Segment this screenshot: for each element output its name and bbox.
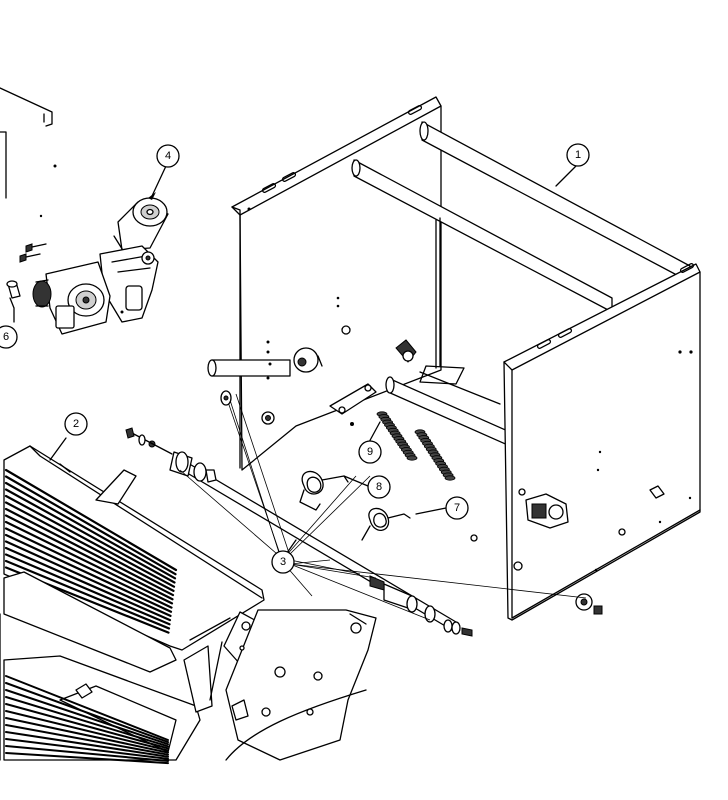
callout-4: 4 xyxy=(156,144,180,168)
callout-7-label: 7 xyxy=(454,502,460,514)
slot-group-right xyxy=(536,263,695,349)
callout-leaders xyxy=(9,163,579,561)
rib-line xyxy=(4,468,178,572)
frame-assembly xyxy=(207,96,701,621)
spring-coil xyxy=(444,475,456,481)
callout-8: 8 xyxy=(367,475,391,499)
rib-line xyxy=(5,738,169,760)
gear-motor-assembly xyxy=(19,197,169,335)
callout-1: 1 xyxy=(566,143,590,167)
callout-1-label: 1 xyxy=(575,149,581,161)
callout-3-label: 3 xyxy=(280,556,286,568)
rib-line xyxy=(5,724,169,756)
torsion-spring-7 xyxy=(361,507,411,541)
rib-line xyxy=(5,696,169,748)
rib-line xyxy=(5,717,169,754)
callout-3: 3 xyxy=(271,550,295,574)
cabinet-corner xyxy=(0,87,57,218)
rib-line xyxy=(4,494,176,588)
rib-line xyxy=(4,514,174,601)
callout-9-label: 9 xyxy=(367,446,373,458)
bushing xyxy=(6,280,21,299)
rib-line xyxy=(4,520,174,605)
callout-2: 2 xyxy=(64,412,88,436)
rib-line xyxy=(4,559,171,630)
explode-lines xyxy=(179,390,587,621)
rib-line xyxy=(5,710,169,752)
callout-6-label: 6 xyxy=(3,331,9,343)
rib-line xyxy=(5,731,169,758)
rib-line xyxy=(4,527,173,609)
rib-line xyxy=(4,553,171,626)
tread-ribs-lower xyxy=(5,675,169,765)
drive-shaft xyxy=(125,427,603,637)
step-assembly xyxy=(0,445,377,765)
rib-line xyxy=(5,682,169,744)
rib-line xyxy=(4,475,177,576)
rib-line xyxy=(4,533,173,613)
callout-6: 6 xyxy=(0,325,18,349)
rib-line xyxy=(5,689,169,746)
rib-line xyxy=(4,546,172,622)
rib-line xyxy=(4,488,176,584)
extension-springs-9 xyxy=(376,411,456,481)
rib-line xyxy=(4,501,175,592)
right-panel-hardware xyxy=(513,350,693,572)
cross-tubes xyxy=(207,121,691,447)
mounting-screws xyxy=(19,243,47,263)
rib-line xyxy=(5,745,169,762)
rib-line xyxy=(5,703,169,750)
callout-4-label: 4 xyxy=(165,150,171,162)
rib-line xyxy=(4,507,175,597)
callout-8-label: 8 xyxy=(376,481,382,493)
callout-9: 9 xyxy=(358,440,382,464)
rib-line xyxy=(4,481,177,580)
rib-line xyxy=(4,540,172,618)
spring-coil xyxy=(406,455,418,461)
rib-line xyxy=(5,752,169,765)
callout-7: 7 xyxy=(445,496,469,520)
rib-line xyxy=(5,675,169,741)
tread-ribs xyxy=(4,468,178,634)
left-panel-hardware xyxy=(261,296,478,542)
slot-group-left xyxy=(247,105,423,211)
callout-2-label: 2 xyxy=(73,418,79,430)
